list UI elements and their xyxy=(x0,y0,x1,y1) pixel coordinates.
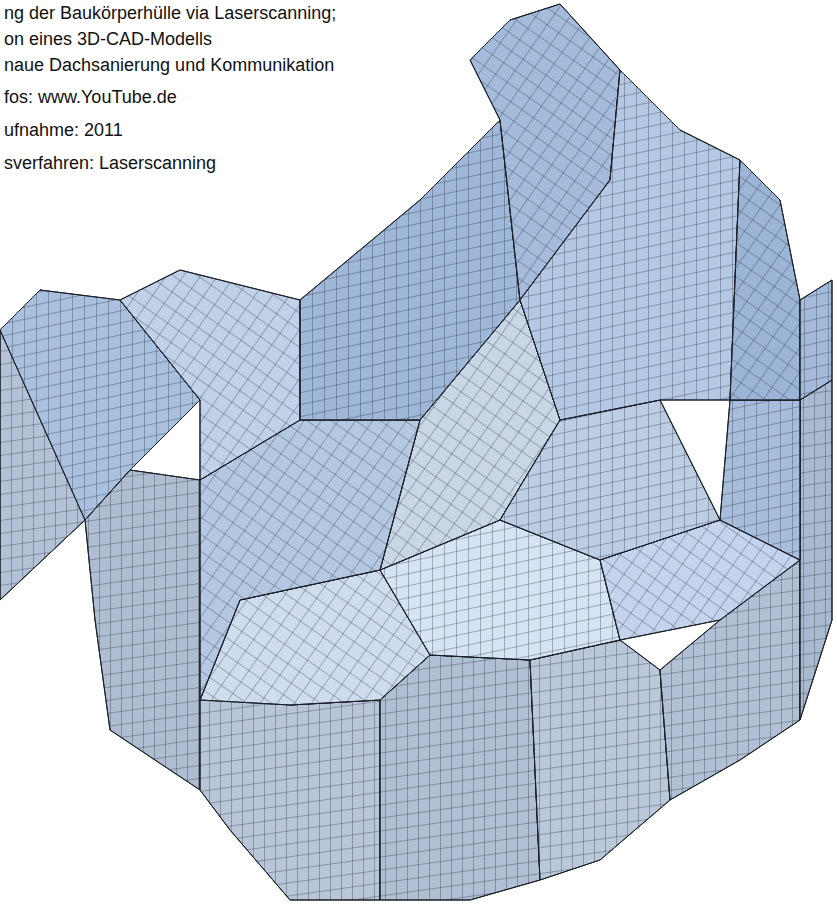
caption-line: sverfahren: Laserscanning xyxy=(2,152,218,174)
roof-facets xyxy=(0,4,832,705)
caption-line: fos: www.YouTube.de xyxy=(2,86,179,108)
caption-line: on eines 3D-CAD-Modells xyxy=(2,28,214,50)
caption-line: naue Dachsanierung und Kommunikation xyxy=(2,54,336,76)
caption-line: ufnahme: 2011 xyxy=(2,119,125,141)
caption-line: ng der Baukörperhülle via Laserscanning; xyxy=(2,2,338,24)
